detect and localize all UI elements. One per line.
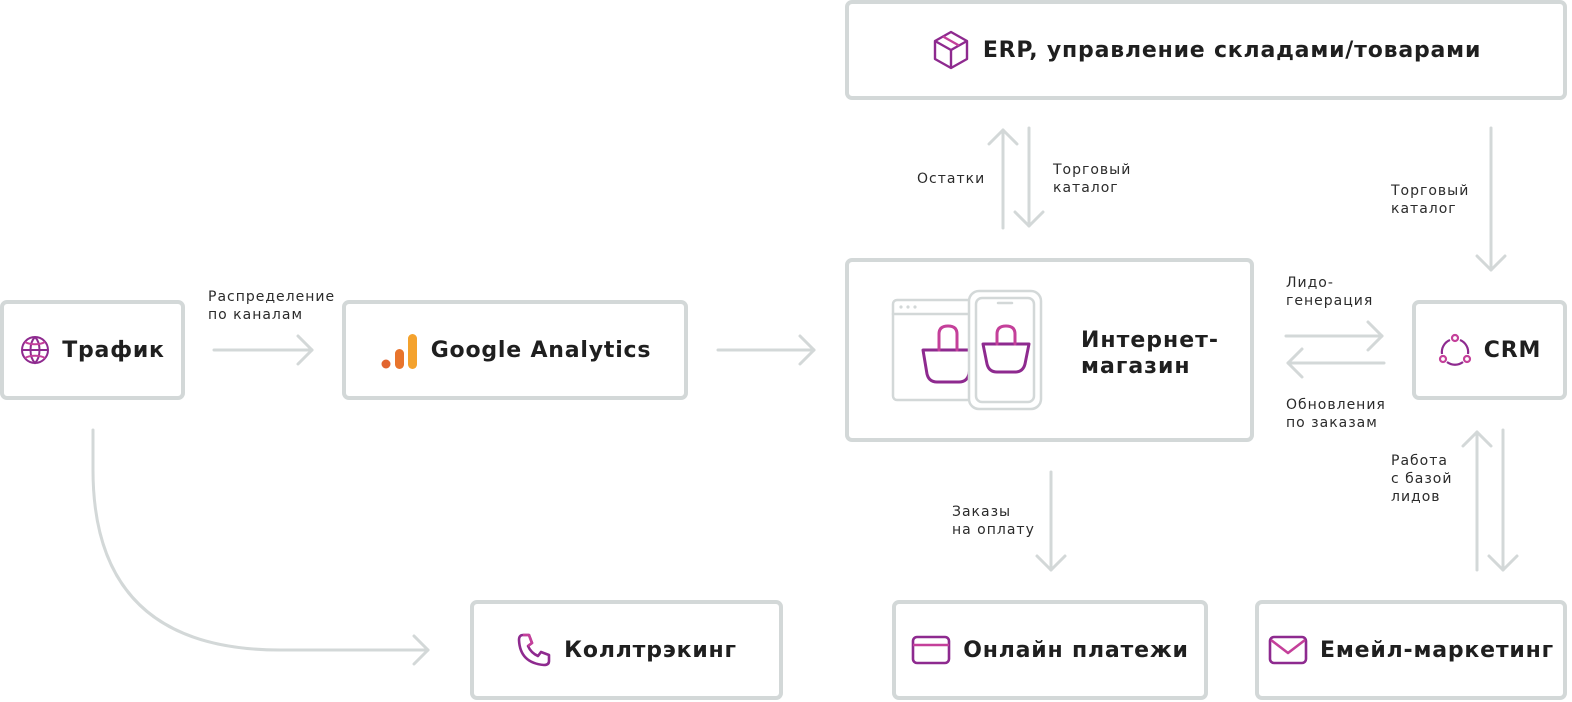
arrow-shop-to-crm (1284, 320, 1384, 352)
node-email-marketing: Емейл-маркетинг (1255, 600, 1567, 700)
label-shop-to-crm: Лидо- генерация (1286, 275, 1374, 309)
mail-icon (1268, 634, 1308, 666)
label-erp-to-crm: Торговый каталог (1391, 183, 1470, 217)
arrow-erp-to-crm (1475, 126, 1507, 272)
arrow-shop-to-erp (987, 128, 1019, 230)
node-online-shop-label: Интернет- магазин (1081, 328, 1220, 379)
arrow-shop-to-payments (1035, 470, 1067, 572)
node-erp: ERP, управление складами/товарами (845, 0, 1567, 100)
label-crm-email: Работа с базой лидов (1391, 453, 1453, 505)
arrow-erp-to-shop (1013, 126, 1045, 228)
node-online-shop: Интернет- магазин (845, 258, 1254, 442)
globe-icon (20, 335, 50, 365)
node-erp-label: ERP, управление складами/товарами (982, 37, 1482, 63)
arrow-analytics-to-shop (716, 334, 816, 366)
node-crm-label: CRM (1483, 337, 1542, 363)
label-erp-to-shop: Торговый каталог (1053, 162, 1132, 196)
node-email-marketing-label: Емейл-маркетинг (1320, 637, 1554, 663)
shop-devices-icon (889, 288, 1049, 412)
arrow-crm-to-email (1487, 428, 1519, 572)
arrow-traffic-to-analytics (212, 334, 314, 366)
box-icon (931, 29, 971, 71)
phone-icon (516, 632, 552, 668)
node-google-analytics-label: Google Analytics (430, 337, 652, 363)
card-icon (911, 634, 951, 666)
label-shop-to-erp: Остатки (917, 171, 986, 187)
arrow-email-to-crm (1461, 430, 1493, 572)
node-traffic: Трафик (0, 300, 185, 400)
node-calltracking: Коллтрэкинг (470, 600, 783, 700)
arrow-traffic-to-calltracking (91, 428, 430, 666)
label-crm-to-shop: Обновления по заказам (1286, 397, 1386, 431)
node-google-analytics: Google Analytics (342, 300, 688, 400)
cycle-icon (1438, 333, 1472, 367)
node-crm: CRM (1412, 300, 1567, 400)
node-calltracking-label: Коллтрэкинг (564, 637, 737, 663)
node-online-payments-label: Онлайн платежи (963, 637, 1189, 663)
label-shop-to-payments: Заказы на оплату (952, 504, 1035, 538)
node-traffic-label: Трафик (62, 337, 165, 363)
label-traffic-to-analytics: Распределение по каналам (208, 289, 336, 323)
analytics-bars-icon (379, 330, 419, 370)
node-online-payments: Онлайн платежи (892, 600, 1208, 700)
arrow-crm-to-shop (1286, 347, 1386, 379)
